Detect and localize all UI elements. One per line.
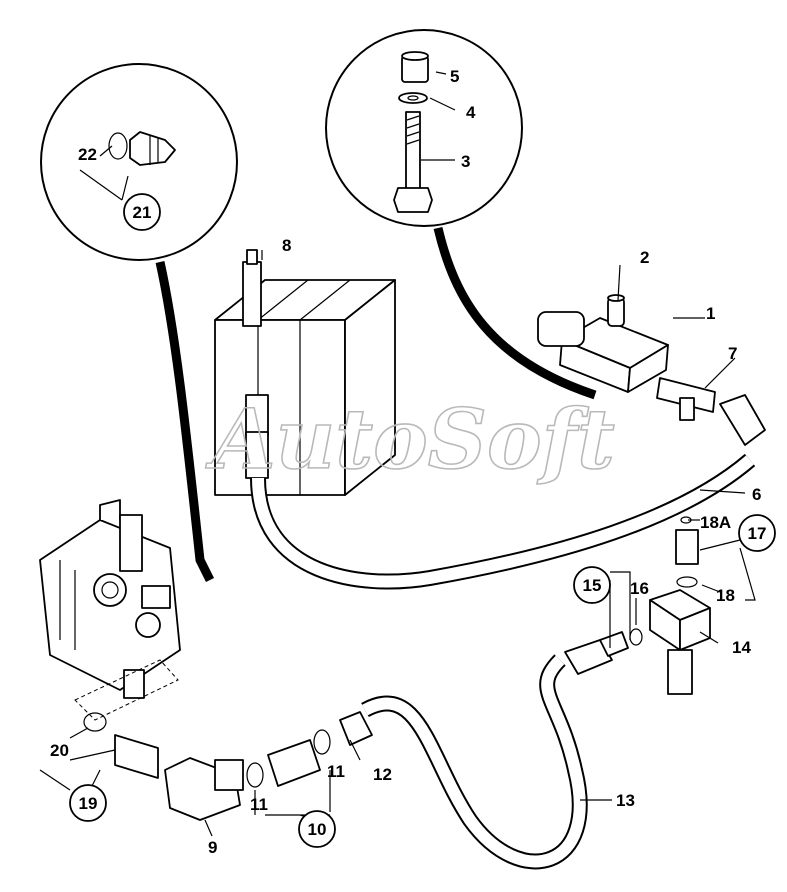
- fitting-12: [339, 711, 373, 746]
- tee-fitting-7: [656, 377, 766, 446]
- label-part-1: 1: [706, 304, 715, 323]
- label-part-20: 20: [50, 741, 69, 760]
- detail-circle-top: [325, 29, 523, 227]
- label-part-18a: 18A: [700, 513, 731, 532]
- callout-circle-21: [123, 193, 161, 231]
- seal-16: [629, 628, 643, 646]
- label-part-13: 13: [616, 791, 635, 810]
- fitting-15-nipple: [599, 631, 629, 657]
- callout-circle-17: [738, 514, 776, 552]
- label-part-4: 4: [466, 103, 476, 122]
- watermark: AutoSoft: [205, 392, 615, 488]
- label-part-19: 19: [79, 794, 98, 813]
- valve-stack: [214, 249, 396, 496]
- callout-circle-15: [573, 566, 611, 604]
- callout-circle-19: [69, 784, 107, 822]
- label-part-8: 8: [282, 236, 291, 255]
- label-part-17: 17: [748, 524, 767, 543]
- fitting-run-9-10-11: [164, 729, 331, 821]
- label-part-22: 22: [78, 145, 97, 164]
- adapter-19: [114, 734, 159, 779]
- detail-21-pointer: [155, 261, 215, 583]
- label-part-5: 5: [450, 67, 459, 86]
- label-part-3: 3: [461, 152, 470, 171]
- label-part-14: 14: [732, 638, 751, 657]
- control-valve-bank: [39, 499, 181, 721]
- valve-block-1: [537, 294, 669, 393]
- label-part-18: 18: [716, 586, 735, 605]
- hose-13: [362, 655, 586, 868]
- label-part-21: 21: [133, 203, 152, 222]
- fitting-15: [564, 639, 613, 675]
- label-part-2: 2: [640, 248, 649, 267]
- o-ring-20: [83, 712, 107, 732]
- label-part-9: 9: [208, 838, 217, 857]
- label-part-11-right: 11: [327, 762, 345, 781]
- label-part-7: 7: [728, 344, 737, 363]
- adapter-17-assembly: [675, 516, 699, 588]
- detail-3-5-pointer: [433, 226, 597, 400]
- block-14: [649, 589, 711, 695]
- label-part-15: 15: [583, 576, 602, 595]
- leader-lines: [39, 71, 756, 837]
- label-part-12: 12: [373, 765, 392, 784]
- label-part-11-left: 11: [250, 795, 268, 814]
- callout-circle-10: [298, 810, 336, 848]
- detail-circle-left: [40, 63, 238, 261]
- label-part-10: 10: [308, 820, 327, 839]
- label-part-6: 6: [752, 485, 761, 504]
- hose-6: [252, 455, 754, 588]
- label-part-16: 16: [630, 579, 649, 598]
